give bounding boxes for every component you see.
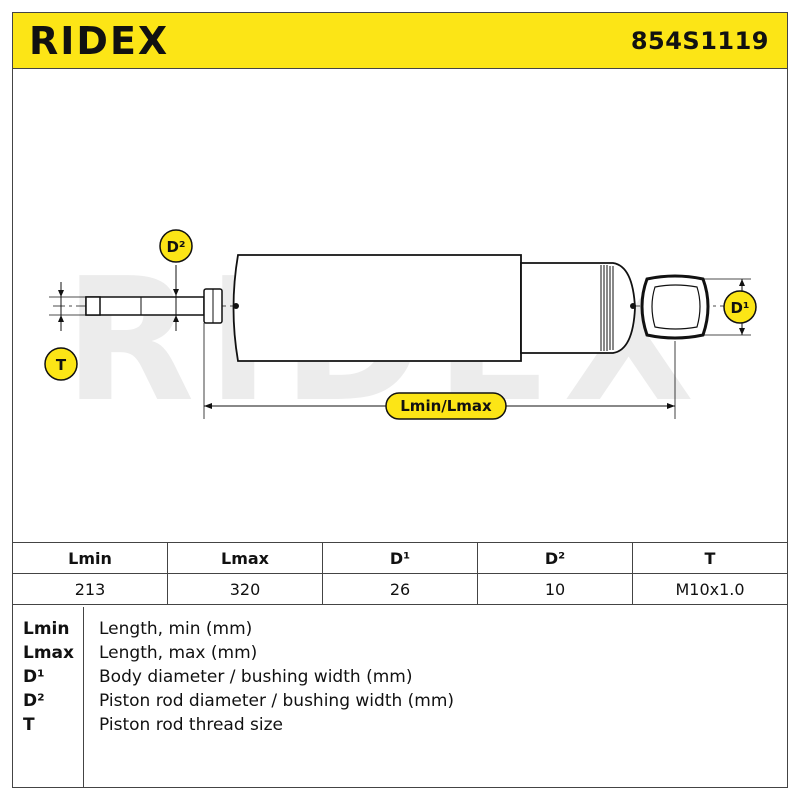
legend-key: Lmin [23, 619, 70, 639]
d2-arrow-bottom [173, 315, 179, 322]
length-callout [385, 392, 507, 420]
legend-key: Lmax [23, 643, 74, 663]
spec-value-d1: 26 [322, 573, 478, 605]
body-dot [233, 303, 239, 309]
spec-value-t: M10x1.0 [632, 573, 788, 605]
legend-desc: Length, min (mm) [99, 619, 253, 639]
legend-desc: Piston rod diameter / bushing width (mm) [99, 691, 455, 711]
d2-callout-label: D² [166, 238, 185, 256]
legend: Lmin Length, min (mm) Lmax Length, max (… [13, 607, 787, 787]
legend-key: D¹ [23, 667, 45, 687]
eye-bushing-inner [651, 284, 701, 330]
datasheet-frame: RIDEX 854S1119 RIDEX [12, 12, 788, 788]
header-bar: RIDEX 854S1119 [13, 13, 787, 69]
rod-thread [85, 296, 101, 316]
tube-dot [630, 303, 636, 309]
legend-item: Lmax Length, max (mm) [13, 643, 787, 667]
length-callout-label: Lmin/Lmax [400, 397, 492, 415]
spec-header-d1: D¹ [322, 542, 478, 574]
part-number: 854S1119 [630, 27, 769, 55]
spec-value-d2: 10 [477, 573, 633, 605]
spec-table: Lmin Lmax D¹ D² T 213 320 26 10 M10x1.0 [12, 542, 788, 605]
t-arrow-bottom [58, 315, 64, 322]
d1-callout-label: D¹ [730, 299, 749, 317]
brand-logo: RIDEX [29, 21, 169, 59]
shock-body [232, 254, 522, 362]
d1-arrow-bottom [739, 328, 745, 335]
spec-value-lmin: 213 [12, 573, 168, 605]
legend-divider [83, 607, 84, 787]
legend-desc: Body diameter / bushing width (mm) [99, 667, 413, 687]
d2-callout [159, 229, 193, 263]
legend-desc: Length, max (mm) [99, 643, 258, 663]
piston-rod [85, 296, 205, 316]
spec-header-lmin: Lmin [12, 542, 168, 574]
legend-item: D² Piston rod diameter / bushing width (… [13, 691, 787, 715]
legend-item: D¹ Body diameter / bushing width (mm) [13, 667, 787, 691]
spec-table-header-row: Lmin Lmax D¹ D² T [12, 542, 788, 574]
legend-item: T Piston rod thread size [13, 715, 787, 739]
lower-tube [520, 262, 636, 354]
t-callout-label: T [56, 356, 67, 374]
spec-header-d2: D² [477, 542, 633, 574]
legend-key: D² [23, 691, 45, 711]
length-arrow-right [667, 403, 675, 409]
legend-item: Lmin Length, min (mm) [13, 619, 787, 643]
t-callout [44, 347, 78, 381]
legend-key: T [23, 715, 35, 735]
d1-callout [723, 290, 757, 324]
spec-header-t: T [632, 542, 788, 574]
d1-arrow-top [739, 279, 745, 286]
crimp-ring [600, 265, 614, 351]
spec-header-lmax: Lmax [167, 542, 323, 574]
t-arrow-top [58, 290, 64, 297]
spec-table-value-row: 213 320 26 10 M10x1.0 [12, 573, 788, 605]
spec-value-lmax: 320 [167, 573, 323, 605]
length-arrow-left [204, 403, 212, 409]
brand-logo-text: RIDEX [29, 21, 169, 59]
legend-desc: Piston rod thread size [99, 715, 284, 735]
d2-arrow-top [173, 289, 179, 296]
shock-absorber-diagram: RIDEX D² [44, 229, 757, 440]
